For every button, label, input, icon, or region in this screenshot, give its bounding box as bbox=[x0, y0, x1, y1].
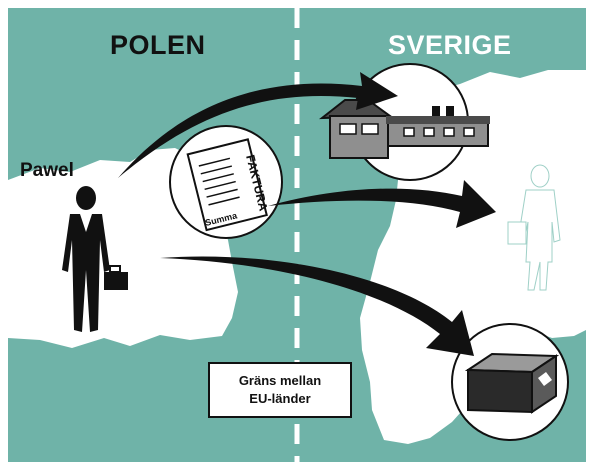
country-label-poland: POLEN bbox=[110, 30, 206, 60]
arrow-to-house bbox=[118, 72, 398, 178]
businessman-icon bbox=[62, 186, 128, 332]
border-note-line1: Gräns mellan bbox=[238, 373, 322, 388]
arrow-to-parcel bbox=[160, 256, 474, 356]
businesswoman-icon bbox=[507, 164, 561, 291]
parcel-icon bbox=[464, 352, 560, 414]
border-note-box: Gräns mellan EU-länder bbox=[208, 362, 352, 418]
person-label-pawel: Pawel bbox=[20, 160, 74, 181]
arrow-to-signe bbox=[268, 180, 496, 228]
house-icon bbox=[318, 99, 490, 159]
border-note-line2: EU-länder bbox=[249, 391, 311, 406]
country-label-sweden: SVERIGE bbox=[388, 30, 512, 60]
invoice-icon bbox=[186, 138, 268, 232]
person-label-signe: Signe bbox=[508, 291, 560, 312]
